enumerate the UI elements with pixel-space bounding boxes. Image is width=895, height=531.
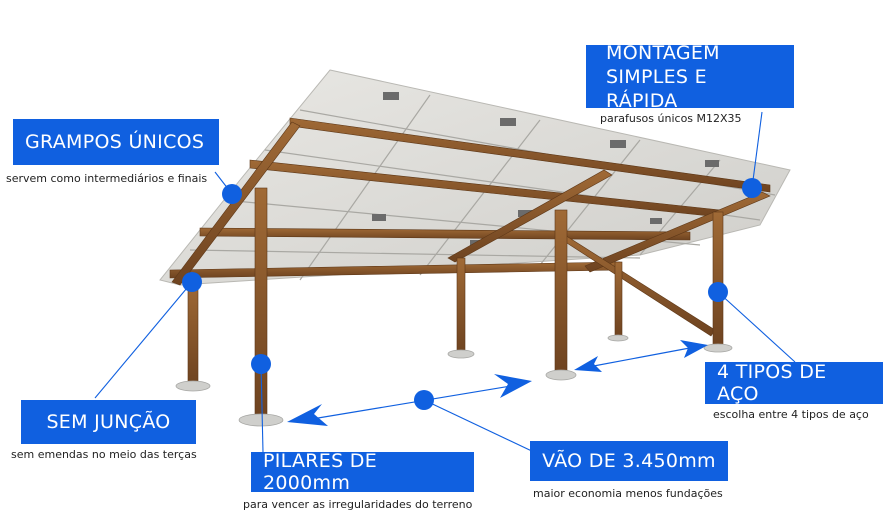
span-arrow — [287, 340, 708, 426]
callout-dots — [182, 178, 762, 410]
callout-grampos-subtitle: servem como intermediários e finais — [6, 172, 208, 185]
callout-montagem-subtitle: parafusos únicos M12X35 — [600, 112, 742, 125]
callout-pilares-title: PILARES DE 2000mm — [263, 450, 378, 494]
callout-vao-subtitle: maior economia menos fundações — [533, 487, 723, 500]
callout-grampos-title: GRAMPOS ÚNICOS — [25, 131, 205, 153]
dot-tipos-aco — [708, 282, 728, 302]
steel-structure — [169, 117, 771, 419]
callout-tipos-aco-subtitle: escolha entre 4 tipos de aço — [713, 408, 869, 421]
callout-sem-juncao-subtitle: sem emendas no meio das terças — [11, 448, 197, 461]
dot-grampos — [222, 184, 242, 204]
callout-tipos-aco-title: 4 TIPOS DE AÇO — [717, 361, 827, 405]
dot-vao — [414, 390, 434, 410]
footings — [175, 334, 733, 427]
dot-sem-juncao — [182, 272, 202, 292]
callout-vao-box: VÃO DE 3.450mm — [530, 441, 728, 481]
dot-montagem — [742, 178, 762, 198]
callout-grampos-box: GRAMPOS ÚNICOS — [13, 119, 219, 165]
callout-sem-juncao-title: SEM JUNÇÃO — [46, 411, 171, 433]
callout-pilares-subtitle: para vencer as irregularidades do terren… — [243, 498, 473, 511]
callout-montagem-title-line1: MONTAGEM — [606, 41, 720, 64]
callout-montagem-title-line2: SIMPLES E RÁPIDA — [606, 65, 707, 112]
dot-pilares — [251, 354, 271, 374]
callout-pilares-box: PILARES DE 2000mm — [251, 450, 474, 494]
callout-tipos-aco-box: 4 TIPOS DE AÇO — [705, 361, 883, 405]
callout-montagem-box: MONTAGEM SIMPLES E RÁPIDA — [586, 42, 794, 112]
callout-sem-juncao-box: SEM JUNÇÃO — [21, 400, 196, 444]
callout-vao-title: VÃO DE 3.450mm — [542, 450, 716, 472]
